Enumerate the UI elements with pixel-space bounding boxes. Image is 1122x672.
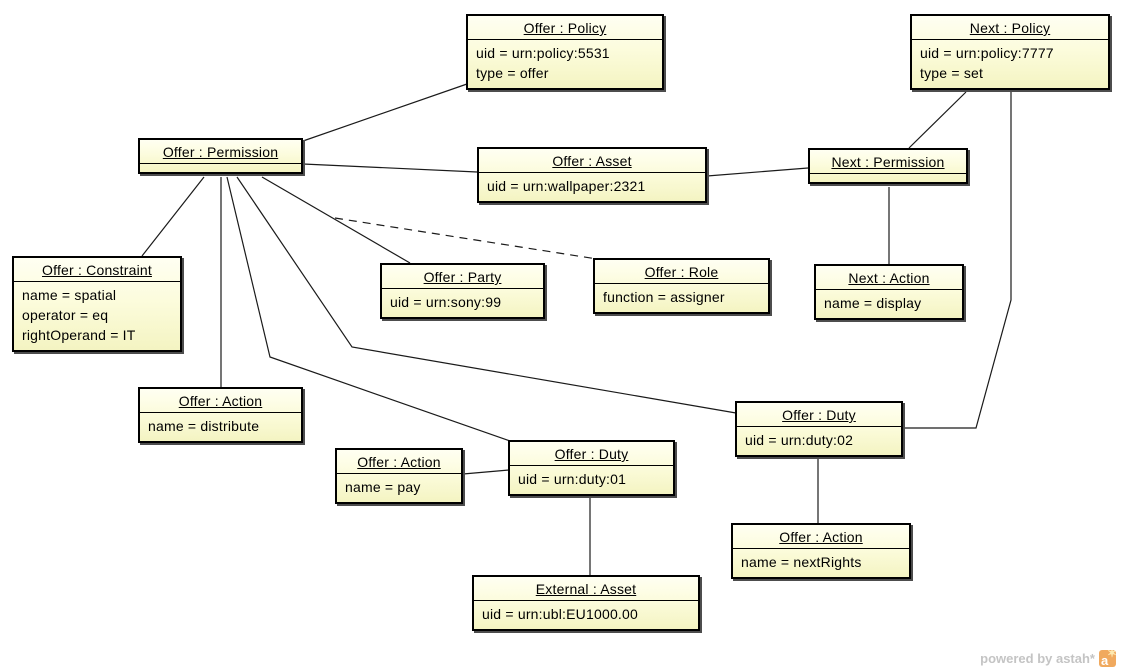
object-offer-policy[interactable]: Offer : Policy uid = urn:policy:5531 typ… [466, 14, 664, 90]
object-attribute: uid = urn:ubl:EU1000.00 [482, 606, 638, 622]
object-attribute: uid = urn:duty:02 [745, 432, 854, 448]
object-title: Offer : Action [178, 393, 263, 409]
edge-offer-permission--offer-duty-01[interactable] [226, 176, 511, 442]
object-offer-party[interactable]: Offer : Party uid = urn:sony:99 [380, 263, 545, 319]
object-attribute: uid = urn:sony:99 [390, 294, 502, 310]
object-title: Offer : Constraint [42, 262, 152, 278]
object-title: Offer : Policy [523, 20, 607, 36]
object-offer-duty-02[interactable]: Offer : Duty uid = urn:duty:02 [735, 401, 903, 457]
object-attribute: type = set [920, 65, 984, 81]
object-attribute: operator = eq [22, 307, 109, 323]
edge-offer-permission--offer-policy[interactable] [302, 83, 468, 142]
object-title: Offer : Permission [162, 144, 279, 160]
edge-next-policy--offer-duty-02[interactable] [903, 92, 1012, 429]
object-offer-constraint[interactable]: Offer : Constraint name = spatial operat… [12, 256, 182, 352]
object-attribute: name = spatial [22, 287, 117, 303]
edge-offer-permission--offer-constraint[interactable] [141, 176, 205, 257]
object-offer-asset[interactable]: Offer : Asset uid = urn:wallpaper:2321 [477, 147, 707, 203]
astah-credit: powered by astah* a ✶ [980, 650, 1116, 667]
object-attribute: rightOperand = IT [22, 327, 136, 343]
object-attribute: name = nextRights [741, 554, 862, 570]
object-title: External : Asset [535, 581, 637, 597]
object-next-permission[interactable]: Next : Permission [808, 148, 968, 184]
object-next-action[interactable]: Next : Action name = display [814, 264, 964, 320]
object-title: Next : Policy [969, 20, 1051, 36]
object-attribute: name = pay [345, 479, 421, 495]
astah-logo-icon: a ✶ [1099, 650, 1116, 667]
edge-party-link--offer-role[interactable] [334, 217, 598, 260]
object-title: Offer : Duty [782, 407, 856, 423]
object-title: Next : Action [848, 270, 930, 286]
object-title: Offer : Action [357, 454, 441, 470]
object-title: Offer : Duty [554, 446, 629, 462]
edge-offer-asset--next-permission[interactable] [706, 167, 809, 177]
star-icon: ✶ [1106, 650, 1116, 660]
object-offer-action-distribute[interactable]: Offer : Action name = distribute [138, 387, 303, 443]
edge-offer-permission--offer-party[interactable] [261, 176, 411, 264]
object-attribute: type = offer [476, 65, 549, 81]
object-attribute: uid = urn:wallpaper:2321 [487, 178, 646, 194]
object-attribute: uid = urn:duty:01 [518, 471, 627, 487]
object-title: Offer : Party [423, 269, 502, 285]
object-title: Next : Permission [831, 154, 945, 170]
edge-offer-permission--offer-duty-02[interactable] [236, 176, 737, 414]
object-offer-duty-01[interactable]: Offer : Duty uid = urn:duty:01 [508, 440, 675, 496]
object-offer-action-pay[interactable]: Offer : Action name = pay [335, 448, 463, 504]
object-title: Offer : Role [644, 264, 719, 280]
credit-text: powered by astah* [980, 651, 1095, 666]
object-attribute: uid = urn:policy:7777 [920, 45, 1054, 61]
object-offer-permission[interactable]: Offer : Permission [138, 138, 303, 174]
edge-offer-permission--offer-asset[interactable] [302, 163, 478, 173]
object-title: Offer : Asset [552, 153, 632, 169]
object-external-asset[interactable]: External : Asset uid = urn:ubl:EU1000.00 [472, 575, 700, 631]
object-next-policy[interactable]: Next : Policy uid = urn:policy:7777 type… [910, 14, 1110, 90]
object-title: Offer : Action [779, 529, 863, 545]
object-attribute: name = distribute [148, 418, 260, 434]
object-attribute: name = display [824, 295, 922, 311]
object-offer-action-nextrights[interactable]: Offer : Action name = nextRights [731, 523, 911, 579]
object-offer-role[interactable]: Offer : Role function = assigner [593, 258, 770, 314]
edge-next-policy--next-permission[interactable] [908, 91, 967, 149]
object-attribute: uid = urn:policy:5531 [476, 45, 610, 61]
edge-offer-action-pay--offer-duty-01[interactable] [462, 469, 510, 475]
object-attribute: function = assigner [603, 289, 725, 305]
